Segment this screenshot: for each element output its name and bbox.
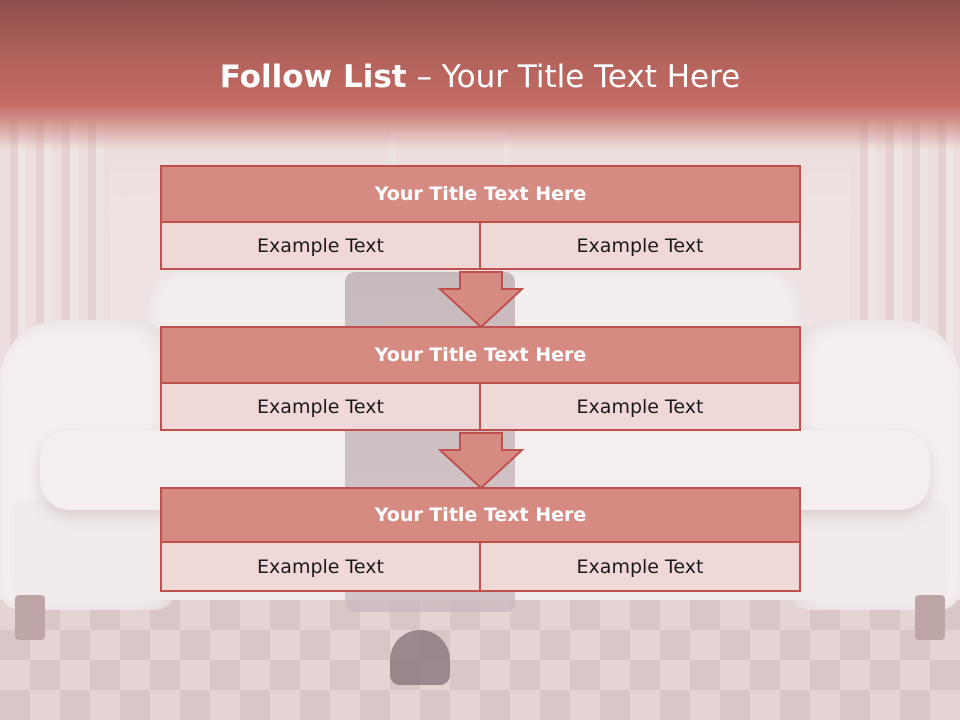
step-2-left-cell[interactable]: Example Text <box>160 382 481 431</box>
flow-step-3: Your Title Text Here Example Text Exampl… <box>160 487 801 592</box>
person-shoe <box>390 630 450 685</box>
step-3-left-cell[interactable]: Example Text <box>160 541 481 592</box>
slide-title[interactable]: Follow List – Your Title Text Here <box>0 55 960 99</box>
slide-title-rest: – Your Title Text Here <box>406 59 741 95</box>
step-2-title[interactable]: Your Title Text Here <box>160 326 801 384</box>
down-arrow-icon <box>438 271 524 329</box>
step-2-right-cell[interactable]: Example Text <box>479 382 801 431</box>
tiled-floor <box>0 600 960 720</box>
sofa-leg-left <box>15 595 45 640</box>
step-3-right-cell[interactable]: Example Text <box>479 541 801 592</box>
step-1-right-cell[interactable]: Example Text <box>479 221 801 270</box>
slide-title-bold: Follow List <box>219 59 407 95</box>
step-1-left-cell[interactable]: Example Text <box>160 221 481 270</box>
step-1-title[interactable]: Your Title Text Here <box>160 165 801 223</box>
flow-step-2: Your Title Text Here Example Text Exampl… <box>160 326 801 433</box>
sofa-leg-right <box>915 595 945 640</box>
header-band <box>0 0 960 150</box>
step-3-title[interactable]: Your Title Text Here <box>160 487 801 543</box>
flow-step-1: Your Title Text Here Example Text Exampl… <box>160 165 801 272</box>
down-arrow-icon <box>438 432 524 490</box>
